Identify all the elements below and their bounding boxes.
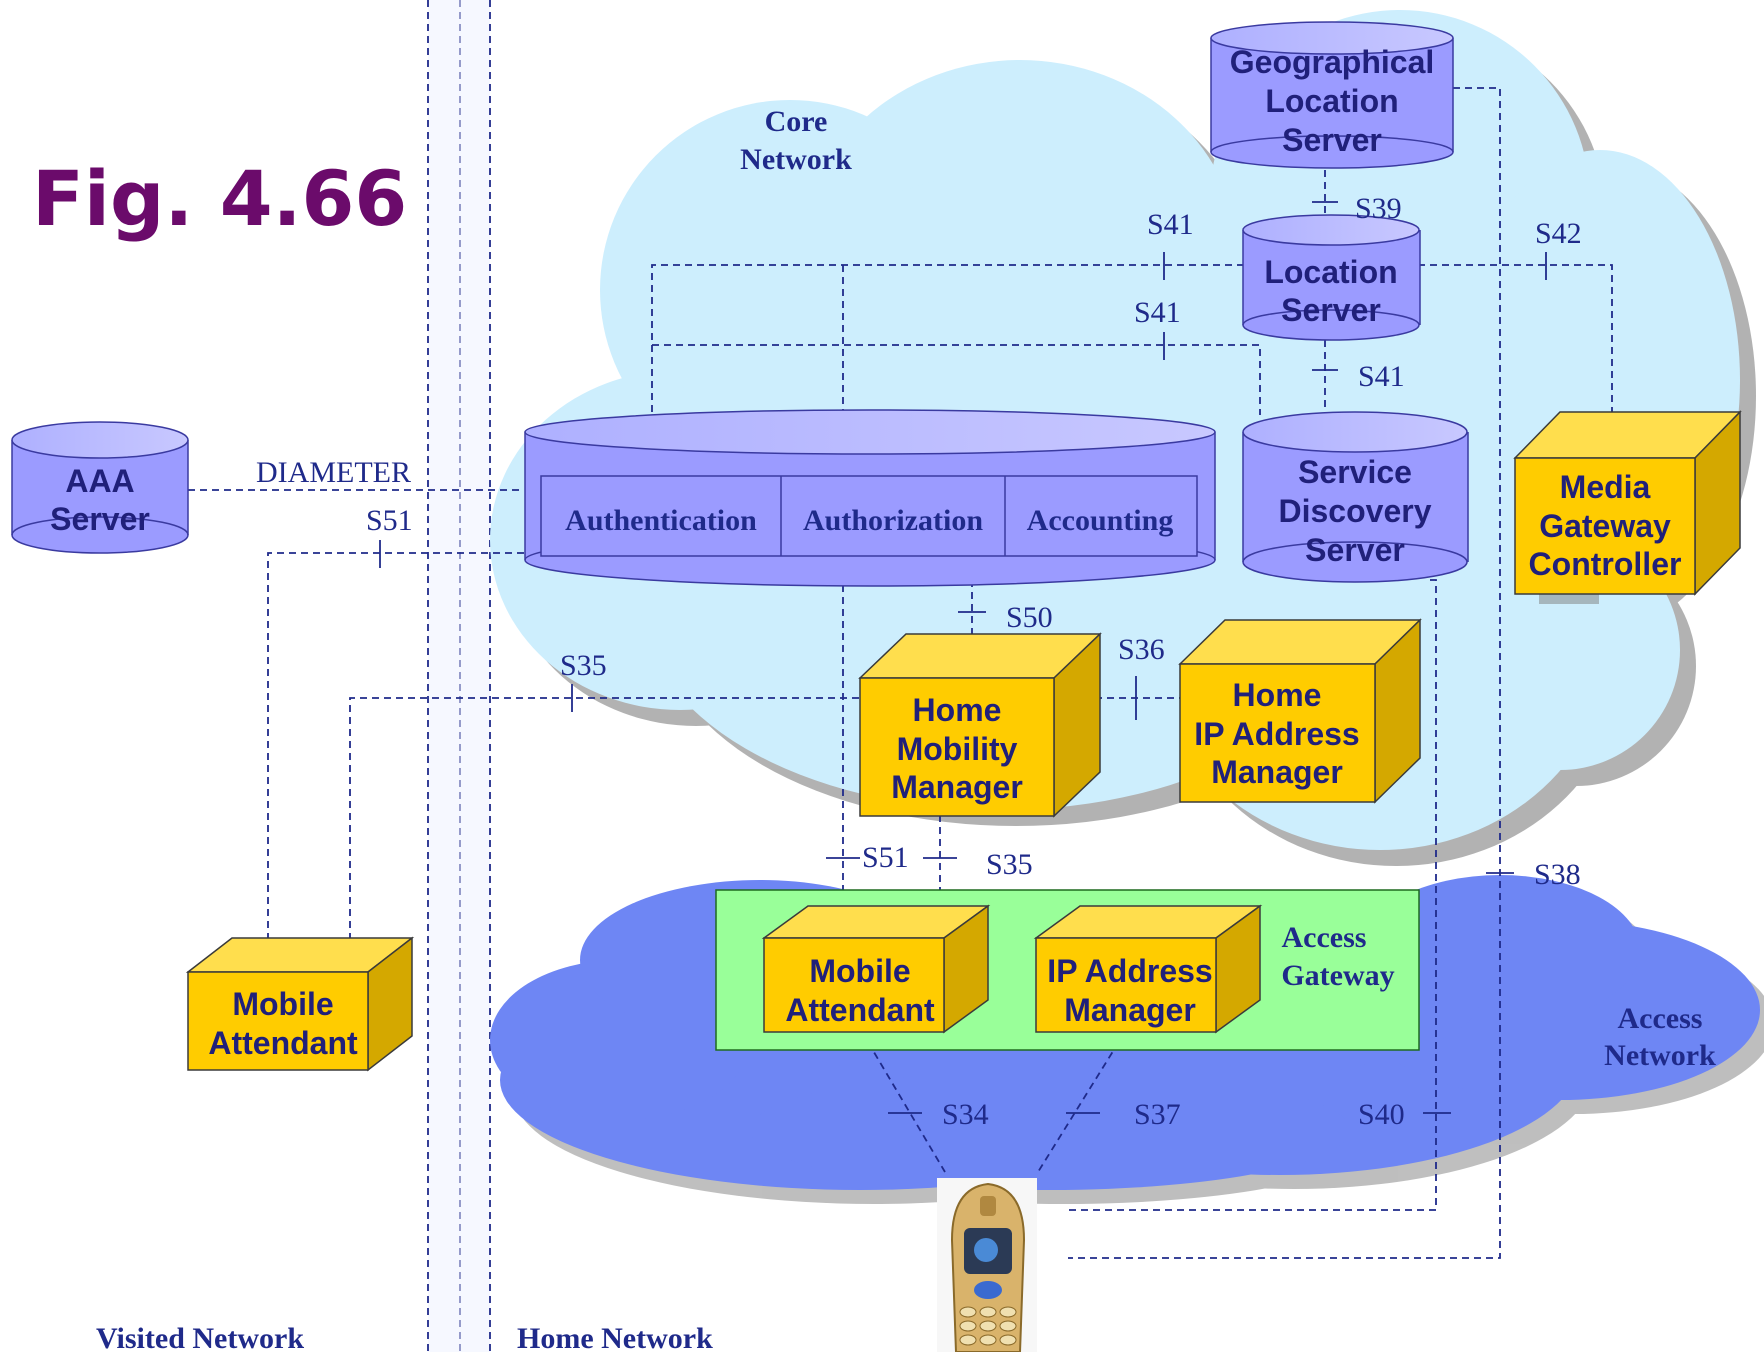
s40-label: S40 <box>1358 1098 1405 1131</box>
core-network-label-2: Network <box>740 143 852 176</box>
ma-access-label-1: Mobile <box>809 953 910 989</box>
mobile-phone-icon <box>937 1178 1037 1352</box>
hmm-label-3: Manager <box>891 769 1023 805</box>
sds-label-3: Server <box>1305 532 1405 568</box>
sds-label-2: Discovery <box>1279 493 1432 529</box>
aaa-server-label-2: Server <box>50 501 150 537</box>
s39-label: S39 <box>1355 192 1402 225</box>
s41-label-b: S41 <box>1134 296 1181 329</box>
network-boundary <box>427 0 491 1352</box>
ip-address-manager: IP Address Manager <box>1033 904 1263 1034</box>
mobile-attendant-visited: Mobile Attendant <box>185 936 415 1072</box>
home-ip-address-manager: Home IP Address Manager <box>1178 618 1422 804</box>
s41-label-c: S41 <box>1358 360 1405 393</box>
s51-access-label: S51 <box>862 841 909 874</box>
ipam-label-2: Manager <box>1064 992 1196 1028</box>
aaa-cylinder: Authentication Authorization Accounting <box>524 409 1216 587</box>
authorization-label: Authorization <box>803 504 983 537</box>
core-network-label-1: Core <box>765 105 828 138</box>
location-server: Location Server <box>1242 214 1421 341</box>
hmm-label-2: Mobility <box>897 731 1018 767</box>
location-label-2: Server <box>1281 292 1381 328</box>
s36-label: S36 <box>1118 633 1165 666</box>
home-mobility-manager: Home Mobility Manager <box>858 632 1102 818</box>
aaa-server-label-1: AAA <box>65 463 134 499</box>
s42-label: S42 <box>1535 217 1582 250</box>
mgc-label-3: Controller <box>1529 546 1682 582</box>
mgc-label-2: Gateway <box>1539 508 1671 544</box>
media-gateway-controller: Media Gateway Controller <box>1513 410 1742 604</box>
access-gateway-label-2: Gateway <box>1281 959 1394 992</box>
geo-label-2: Location <box>1265 83 1398 119</box>
location-label-1: Location <box>1264 254 1397 290</box>
service-discovery-server: Service Discovery Server <box>1242 411 1469 583</box>
s50-label: S50 <box>1006 601 1053 634</box>
hipam-label-3: Manager <box>1211 754 1343 790</box>
hipam-label-1: Home <box>1233 677 1322 713</box>
diameter-label: DIAMETER <box>256 456 411 489</box>
s35-access-label: S35 <box>986 848 1033 881</box>
visited-network-label: Visited Network <box>96 1322 304 1352</box>
ma-access-label-2: Attendant <box>785 992 935 1028</box>
s41-label-a: S41 <box>1147 208 1194 241</box>
sds-label-1: Service <box>1298 454 1412 490</box>
geo-label-1: Geographical <box>1230 44 1435 80</box>
aaa-server: AAA Server <box>11 421 189 554</box>
authentication-label: Authentication <box>565 504 757 537</box>
access-network-label-2: Network <box>1604 1039 1716 1072</box>
geo-label-3: Server <box>1282 122 1382 158</box>
s37-label: S37 <box>1134 1098 1181 1131</box>
s34-label: S34 <box>942 1098 989 1131</box>
access-network-label-1: Access <box>1618 1002 1703 1035</box>
mobile-attendant-access: Mobile Attendant <box>761 904 991 1034</box>
ipam-label-1: IP Address <box>1047 953 1212 989</box>
hipam-label-2: IP Address <box>1194 716 1359 752</box>
ma-visited-label-2: Attendant <box>208 1025 358 1061</box>
s38-label: S38 <box>1534 858 1581 891</box>
geo-location-server: Geographical Location Server <box>1210 21 1454 169</box>
s35-visited-label: S35 <box>560 649 607 682</box>
access-gateway-label-1: Access <box>1282 921 1367 954</box>
mgc-label-1: Media <box>1560 469 1651 505</box>
accounting-label: Accounting <box>1027 504 1174 537</box>
interface-lines <box>188 87 1613 1259</box>
hmm-label-1: Home <box>913 692 1002 728</box>
ma-visited-label-1: Mobile <box>232 986 333 1022</box>
figure-title: Fig. 4.66 <box>32 154 407 243</box>
s51-visited-label: S51 <box>366 504 413 537</box>
home-network-label: Home Network <box>517 1322 713 1352</box>
